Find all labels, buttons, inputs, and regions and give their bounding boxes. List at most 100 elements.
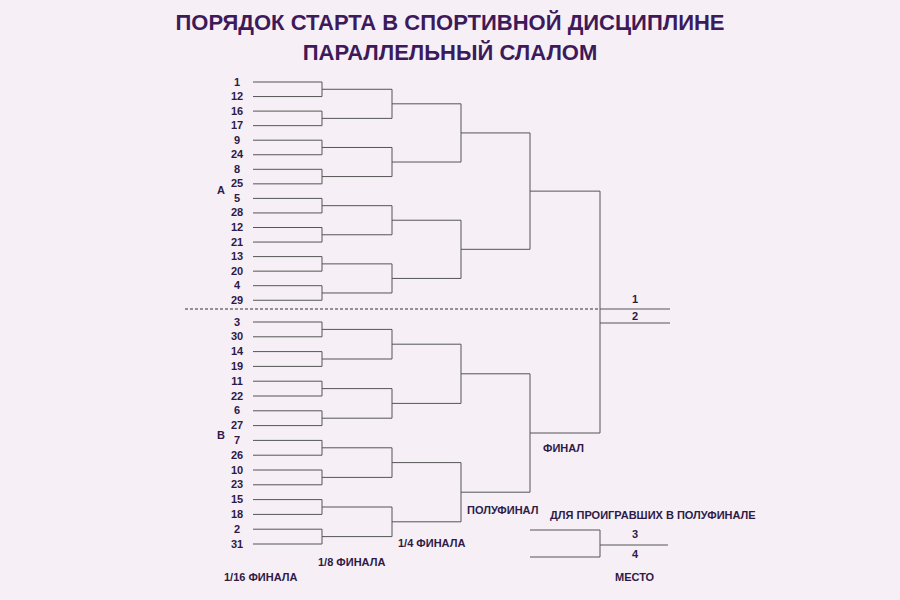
bracket-line [253,256,322,257]
bracket-line [253,381,322,382]
bracket-line [322,477,392,478]
bracket-line [253,484,322,485]
bracket-line [392,403,461,404]
bracket-line [322,263,392,264]
bracket-line [530,433,600,434]
bracket-line [253,285,322,286]
seed-number: 2 [234,523,240,536]
bracket-line [253,140,322,141]
bracket-line [253,396,322,397]
bracket-line [392,103,461,104]
seed-number: 5 [234,192,240,205]
seed-number: 27 [231,419,243,432]
seed-number: 11 [231,375,243,388]
round-label: 3 [632,528,638,541]
seed-number: 26 [231,449,243,462]
bracket-line [322,388,392,389]
bracket-line [253,322,322,323]
seed-number: 3 [234,316,240,329]
round-label: 1 [632,293,638,306]
bracket-line [253,82,322,83]
seed-number: 13 [231,250,243,263]
bracket-line [322,329,392,330]
bracket-line [253,212,322,213]
bracket-line [253,169,322,170]
bracket-line [253,227,322,228]
seed-number: 7 [234,434,240,447]
bracket-line [253,499,322,500]
seed-number: 29 [231,294,243,307]
round-label: ДЛЯ ПРОИГРАВШИХ В ПОЛУФИНАЛЕ [550,509,756,522]
bracket-line [253,470,322,471]
bracket-line [322,447,392,448]
bracket-line [322,89,392,90]
bracket-line [253,125,322,126]
bracket-line [253,111,322,112]
bracket-line [322,292,392,293]
seed-number: 12 [231,90,243,103]
seed-number: 24 [231,148,243,161]
bracket-line [322,147,392,148]
seed-number: 20 [231,265,243,278]
bracket-line [322,176,392,177]
seed-number: 6 [234,404,240,417]
bracket-line [392,521,461,522]
bracket-line [253,183,322,184]
bracket-line [322,507,392,508]
bracket-line [253,242,322,243]
seed-number: 17 [231,119,243,132]
bracket-line [253,514,322,515]
bracket-line [253,455,322,456]
bracket-line [322,205,392,206]
round-label: 1/16 ФИНАЛА [224,571,297,584]
bracket-line [461,249,530,250]
bracket-line [253,440,322,441]
bracket-line [253,271,322,272]
seed-number: 21 [231,236,243,249]
seed-number: 18 [231,508,243,521]
seed-number: 30 [231,330,243,343]
bracket-line [530,530,600,531]
bracket-line [530,557,600,558]
bracket-line [600,191,601,433]
bracket-line [392,462,461,463]
seed-number: 1 [234,76,240,89]
seed-number: 28 [231,206,243,219]
bracket-line [600,545,668,546]
seed-number: 8 [234,163,240,176]
seed-number: 10 [231,464,243,477]
bracket-line [600,309,670,310]
round-label: 1/8 ФИНАЛА [318,556,385,569]
seed-number: 14 [231,345,243,358]
seed-number: 22 [231,390,243,403]
seed-number: 16 [231,105,243,118]
round-label: 2 [632,310,638,323]
seed-number: 9 [234,134,240,147]
bracket-line [253,366,322,367]
round-label: 1/4 ФИНАЛА [398,537,465,550]
round-label: МЕСТО [615,571,654,584]
bracket-line [253,425,322,426]
seed-number: 23 [231,478,243,491]
bracket-line [253,300,322,301]
bracket-line [253,336,322,337]
bracket-line [600,323,670,324]
bracket-line [392,220,461,221]
seed-number: 15 [231,493,243,506]
bracket-line [322,536,392,537]
seed-number: 12 [231,221,243,234]
bracket-line [185,309,600,310]
bracket-line [392,162,461,163]
seed-number: А [217,184,225,197]
round-label: ФИНАЛ [543,442,584,455]
bracket-line [530,191,600,192]
bracket-line [253,410,322,411]
bracket-line [461,132,530,133]
round-label: ПОЛУФИНАЛ [467,504,538,517]
bracket-line [461,373,530,374]
seed-number: 4 [234,279,240,292]
bracket-line [322,234,392,235]
bracket-line [253,198,322,199]
bracket-line [322,118,392,119]
